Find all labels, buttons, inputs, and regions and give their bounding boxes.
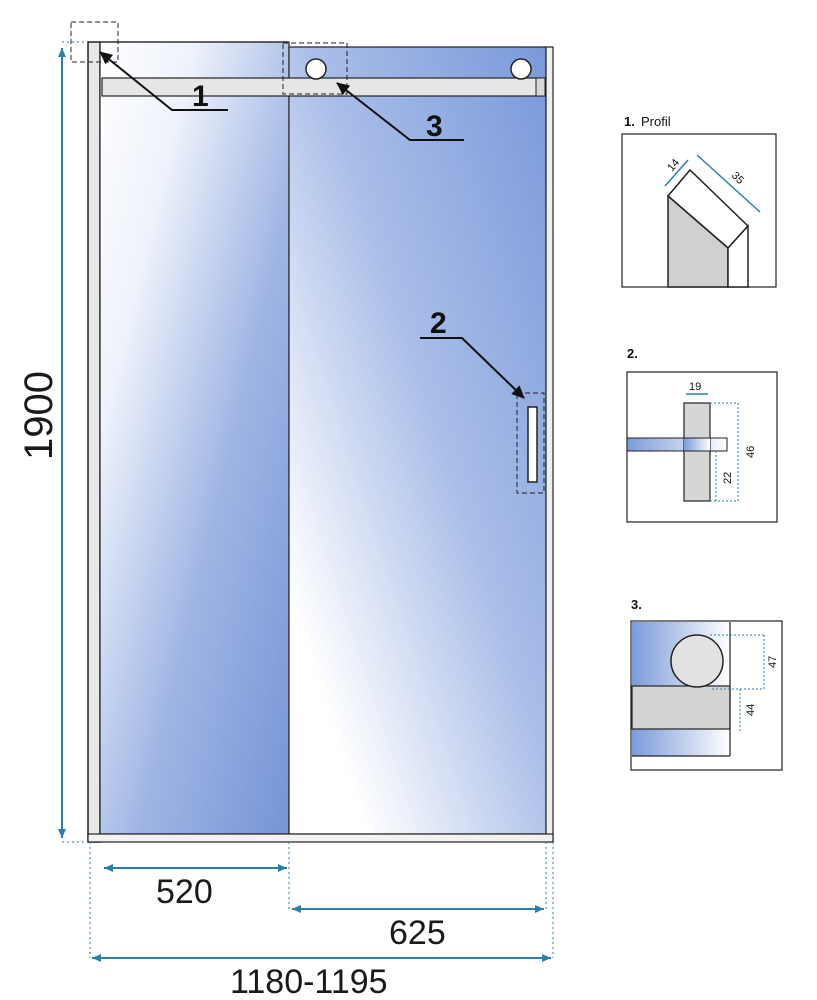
dim-right-panel: 625	[389, 914, 446, 952]
door-handle	[527, 406, 538, 483]
dim-total-width: 1180-1195	[230, 963, 388, 1000]
detail-2-number: 2.	[627, 346, 638, 361]
detail-marker-3	[282, 42, 348, 95]
rail-end-cap	[535, 77, 546, 97]
callout-3: 3	[426, 110, 443, 143]
wall-profile-left	[87, 41, 101, 843]
detail-1-label: Profil	[641, 114, 671, 129]
detail-2-handle: 2. 19 46 22	[626, 346, 778, 523]
dimensions: 1900 520 625 1180-1195	[17, 41, 554, 1000]
detail-marker-1	[70, 21, 119, 63]
dim-height: 1900	[17, 371, 61, 460]
detail-marker-2	[516, 392, 545, 494]
detail-2-dim-19: 19	[689, 381, 701, 393]
detail-3-roller: 3. 47 44	[630, 597, 783, 771]
detail-1-number: 1.	[624, 114, 635, 129]
detail-1-profile: 1. Profil 14 35	[621, 114, 777, 288]
door-elevation	[70, 21, 554, 843]
roller-right	[510, 58, 532, 80]
detail-3-dim-47: 47	[767, 656, 779, 668]
callout-2: 2	[430, 307, 447, 340]
fixed-glass-panel	[99, 41, 290, 835]
detail-2-dim-22: 22	[722, 472, 734, 484]
bottom-profile	[87, 833, 554, 843]
dim-left-panel: 520	[156, 873, 213, 911]
callouts: 1 3 2	[99, 51, 525, 399]
roller-left	[305, 58, 327, 80]
top-rail	[101, 77, 545, 97]
detail-3-dim-44: 44	[745, 704, 757, 716]
wall-profile-right	[545, 46, 554, 843]
callout-1: 1	[192, 80, 209, 113]
detail-2-dim-46: 46	[745, 446, 757, 458]
detail-3-number: 3.	[631, 597, 642, 612]
sliding-glass-panel	[288, 46, 547, 835]
